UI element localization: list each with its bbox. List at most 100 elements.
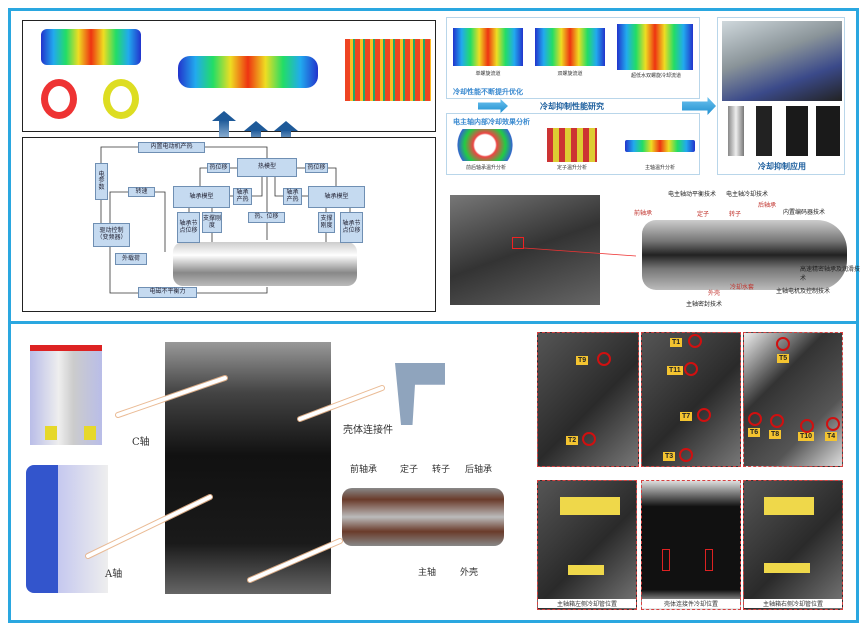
spindle-product-2 — [756, 106, 772, 156]
cooling-jacket-heatmap — [345, 39, 431, 101]
sensor-photo-left — [537, 332, 639, 467]
bearing-heat-right: 轴承产热 — [283, 188, 302, 205]
left-pipe-caption: 主轴箱左侧冷却管位置 — [538, 599, 636, 608]
ultra-double-spiral-image — [617, 24, 693, 70]
sensor-photo-right — [743, 332, 843, 467]
double-spiral-caption: 双螺旋流道 — [557, 71, 583, 77]
bearing-temp-image — [455, 129, 515, 161]
flow-arrow — [682, 97, 716, 115]
spindle-product-1 — [728, 106, 744, 156]
label-housing-2: 外壳 — [460, 568, 479, 578]
bearing-node-displacement-right: 轴承节点位移 — [340, 212, 363, 243]
single-spiral-image — [453, 28, 523, 66]
speed-box: 转速 — [128, 187, 155, 197]
sensor-tag-t11: T11 — [667, 366, 683, 375]
right-pipe-caption: 主轴箱右侧冷却管位置 — [744, 599, 842, 608]
support-stiffness-right: 支撑刚度 — [318, 212, 335, 233]
label-seal: 主轴密封技术 — [686, 301, 723, 308]
right-pipe-photo — [743, 480, 843, 610]
label-dynamic-balance: 电主轴动平衡技术 — [668, 191, 717, 198]
spindle-product-4 — [816, 106, 840, 156]
connector-pipe-photo — [641, 480, 741, 610]
sensor-tag-t5: T5 — [777, 354, 790, 363]
label-a-axis: A轴 — [105, 569, 123, 580]
label-front-bearing: 前轴承 — [634, 210, 653, 217]
bearing-model-left: 轴承模型 — [173, 186, 230, 208]
label-water-jacket: 冷却水套 — [730, 284, 755, 291]
spindle-shaft-image — [173, 242, 357, 286]
label-bearing-lube: 高速精密轴承及润滑技术 — [800, 266, 861, 282]
thermal-displacement-right: 热位移 — [305, 163, 328, 173]
spindle-product-3 — [786, 106, 808, 156]
electrical-params-box: 电参数 — [95, 163, 108, 200]
internal-cooling-panel: 电主轴内部冷却效果分析 前后轴承温升分析 定子温升分析 主轴温升分析 — [446, 113, 700, 175]
label-encoder: 内置编码器技术 — [783, 209, 826, 216]
shaft-heatmap — [178, 56, 318, 88]
sensor-tag-t10: T10 — [798, 432, 815, 441]
double-spiral-image — [535, 28, 605, 66]
label-spindle: 主轴 — [418, 568, 437, 578]
stator-temp-image — [547, 128, 597, 162]
bearing-heatmap-1 — [41, 79, 77, 119]
label-front-bearing-2: 前轴承 — [350, 465, 378, 475]
label-motor-control: 主轴电机及控制技术 — [776, 288, 831, 295]
up-arrow — [219, 120, 229, 146]
outer-frame — [8, 8, 859, 623]
label-rotor: 转子 — [729, 211, 742, 218]
shaft-temp-caption: 主轴温升分析 — [644, 165, 675, 171]
thermal-simulation-panel — [22, 20, 436, 132]
sensor-tag-t7: T7 — [680, 412, 693, 421]
drive-control-box: 驱动控制（变频器） — [93, 223, 130, 247]
machine-head-photo — [165, 342, 331, 594]
cooling-research-title: 冷却抑制性能研究 — [540, 101, 604, 111]
label-c-axis: C轴 — [132, 437, 150, 448]
bearing-model-right: 轴承模型 — [308, 186, 365, 208]
shaft-temp-image — [625, 140, 695, 152]
support-stiffness-left: 支撑刚度 — [202, 212, 222, 233]
cooling-channel-panel: 单螺旋流道 双螺旋流道 超低水双螺旋冷却流道 冷却性能不断提升优化 — [446, 17, 700, 99]
left-pipe-photo — [537, 480, 637, 610]
heat-displacement-box: 热、位移 — [248, 212, 285, 223]
motor-heat-box: 内置电动机产热 — [138, 142, 205, 153]
label-rear-bearing: 后轴承 — [758, 202, 777, 209]
ultra-double-spiral-caption: 超低水双螺旋冷却流道 — [630, 73, 681, 79]
label-stator: 定子 — [697, 211, 710, 218]
bearing-heatmap-2 — [103, 79, 139, 119]
section-divider — [8, 321, 859, 324]
label-stator-2: 定子 — [400, 465, 419, 475]
thermal-displacement-left: 热位移 — [207, 163, 230, 173]
spindle-products-photo — [722, 21, 842, 101]
em-unbalance-box: 电磁不平衡力 — [138, 287, 197, 298]
flow-arrow — [478, 99, 508, 113]
housing-heatmap — [41, 29, 141, 65]
gantry-machine-photo — [450, 195, 600, 305]
sensor-photo-middle — [641, 332, 741, 467]
sensor-tag-t3: T3 — [663, 452, 676, 461]
sensor-tag-t2: T2 — [566, 436, 579, 445]
sensor-tag-t6: T6 — [748, 428, 761, 437]
single-spiral-caption: 单螺旋流道 — [475, 71, 501, 77]
thermal-model-box: 热模型 — [237, 158, 297, 177]
spindle-cutaway-image — [642, 220, 847, 290]
connector-pipe-caption: 壳体连接件冷却位置 — [642, 599, 740, 608]
label-connector: 壳体连接件 — [343, 425, 393, 436]
application-caption: 冷却抑制应用 — [758, 161, 806, 171]
stator-temp-caption: 定子温升分析 — [556, 165, 587, 171]
sensor-tag-t1: T1 — [670, 338, 683, 347]
label-cooling: 电主轴冷却技术 — [726, 191, 769, 198]
label-housing: 外壳 — [708, 290, 721, 297]
internal-analysis-title: 电主轴内部冷却效果分析 — [453, 117, 530, 126]
external-load-box: 外载荷 — [115, 253, 147, 265]
label-rotor-2: 转子 — [432, 465, 451, 475]
a-axis-cad — [26, 465, 62, 593]
sensor-tag-t8: T8 — [769, 430, 782, 439]
optimization-caption: 冷却性能不断提升优化 — [453, 87, 523, 96]
label-rear-bearing-2: 后轴承 — [465, 465, 493, 475]
sensor-tag-t4: T4 — [825, 432, 838, 441]
application-panel: 冷却抑制应用 — [717, 17, 845, 175]
bearing-temp-caption: 前后轴承温升分析 — [465, 165, 506, 171]
bearing-node-displacement-left: 轴承节点位移 — [177, 212, 200, 243]
